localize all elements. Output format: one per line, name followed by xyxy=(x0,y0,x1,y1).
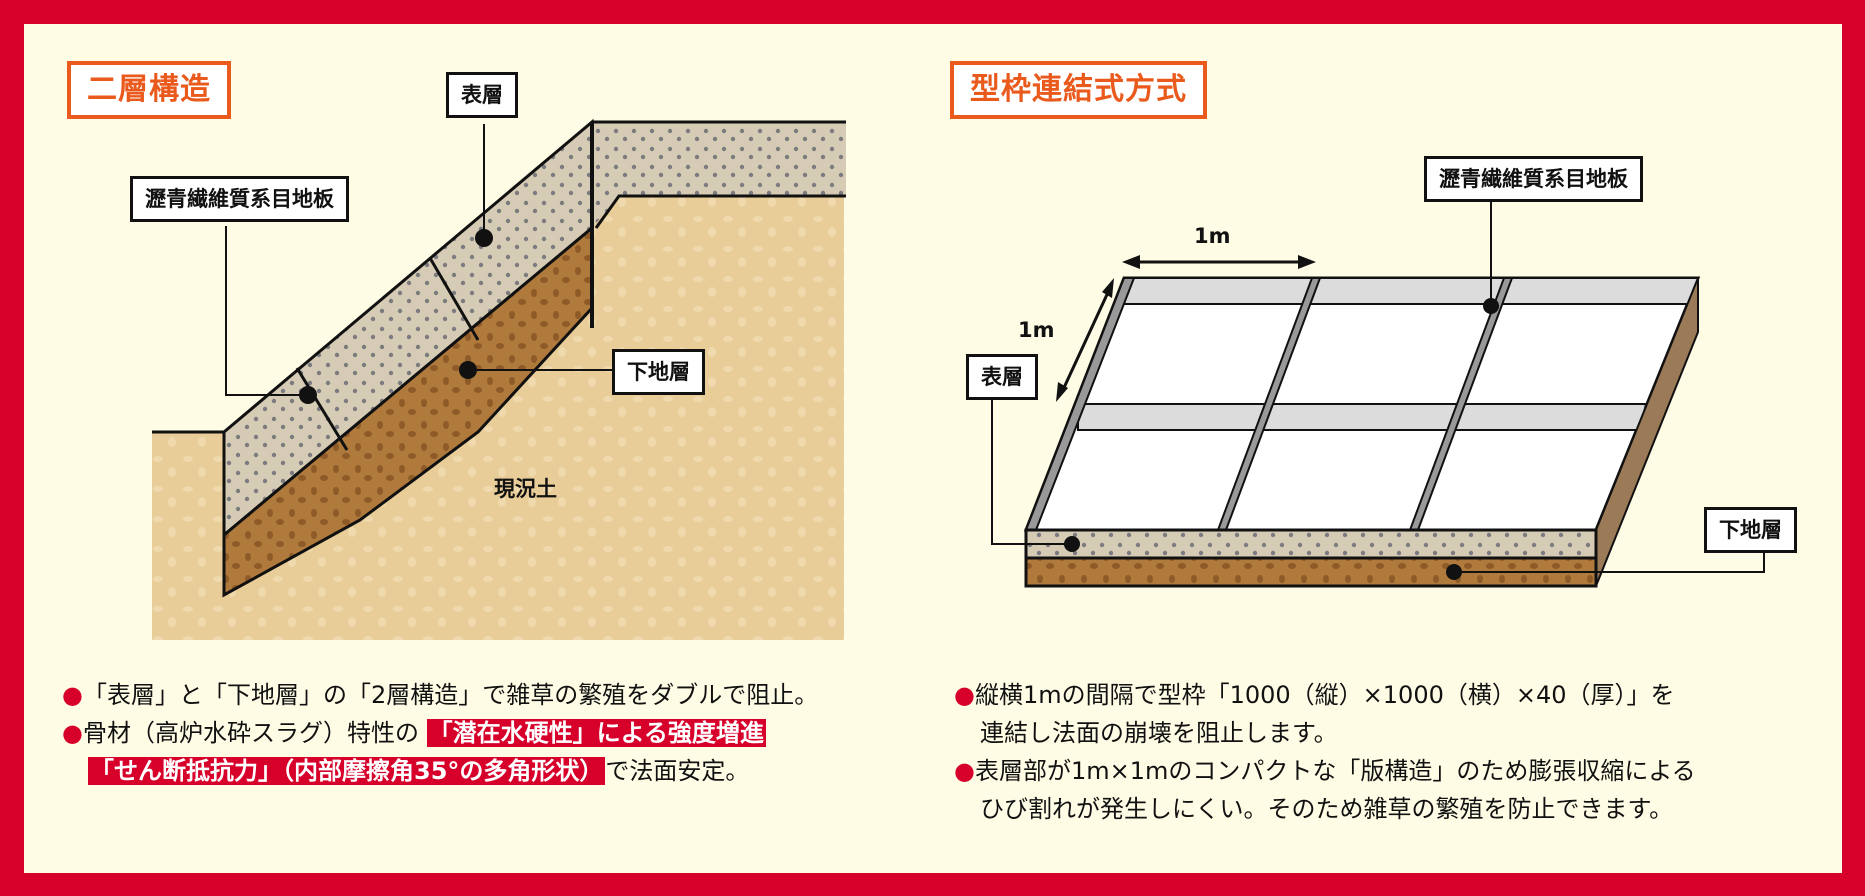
dimension-depth-label: 1m xyxy=(1018,318,1055,342)
base-layer-label-right: 下地層 xyxy=(1704,507,1797,553)
right-bullet-2: ●表層部が1m×1mのコンパクトな「版構造」のため膨張収縮による xyxy=(954,757,1696,785)
right-bullet-1-cont: 連結し法面の崩壊を阻止します。 xyxy=(980,719,1338,747)
right-bullet-1: ●縦横1mの間隔で型枠「1000（縦）×1000（横）×40（厚）」を xyxy=(954,681,1675,709)
right-bullet-2-cont: ひび割れが発生しにくい。そのため雑草の繁殖を防止できます。 xyxy=(980,795,1674,823)
two-layer-title: 二層構造 xyxy=(67,61,231,119)
surface-label-right: 表層 xyxy=(966,354,1038,400)
existing-soil-label: 現況土 xyxy=(494,477,557,501)
joint-board-label-right: 瀝青繊維質系目地板 xyxy=(1424,156,1643,202)
left-bullet-1: ●「表層」と「下地層」の「2層構造」で雑草の繁殖をダブルで阻止。 xyxy=(62,681,819,709)
formwork-title: 型枠連結式方式 xyxy=(950,61,1207,119)
left-bullet-2-cont: 「せん断抵抗力」（内部摩擦角35°の多角形状）で法面安定。 xyxy=(88,757,750,785)
highlight-strength: 「潜在水硬性」による強度増進 xyxy=(426,719,766,747)
bullet-icon: ● xyxy=(954,757,975,785)
right-bullet-list: ●縦横1mの間隔で型枠「1000（縦）×1000（横）×40（厚）」を 連結し法… xyxy=(954,676,1696,828)
joint-board-label-left: 瀝青繊維質系目地板 xyxy=(130,176,349,222)
highlight-shear: 「せん断抵抗力」（内部摩擦角35°の多角形状） xyxy=(88,757,606,785)
bullet-icon: ● xyxy=(62,681,83,709)
bullet-icon: ● xyxy=(954,681,975,709)
dimension-horizontal-label: 1m xyxy=(1194,224,1231,248)
bullet-icon: ● xyxy=(62,719,83,747)
left-bullet-list: ●「表層」と「下地層」の「2層構造」で雑草の繁殖をダブルで阻止。 ●骨材（高炉水… xyxy=(62,676,818,790)
left-bullet-2: ●骨材（高炉水砕スラグ）特性の 「潜在水硬性」による強度増進 xyxy=(62,719,766,747)
surface-label-left: 表層 xyxy=(446,72,518,118)
base-layer-label-left: 下地層 xyxy=(612,349,705,395)
